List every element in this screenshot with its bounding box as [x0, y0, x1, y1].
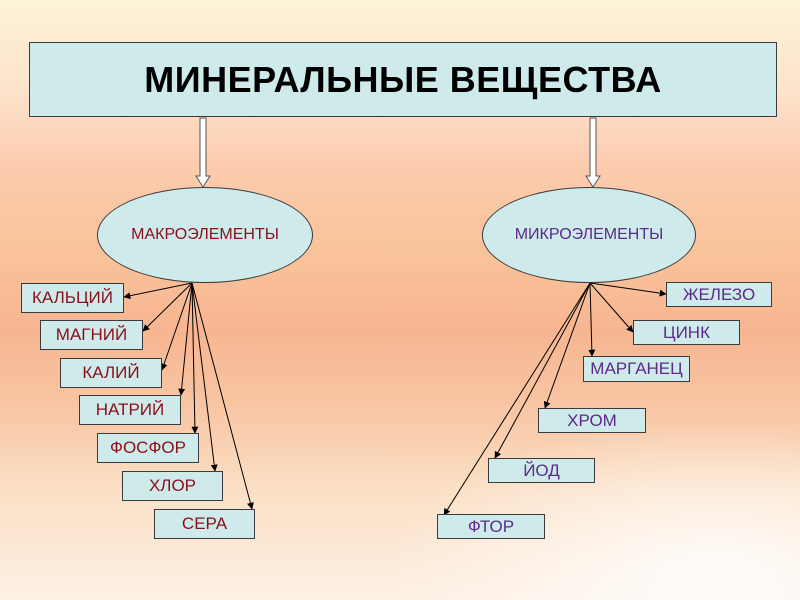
macro-item-sulfur: СЕРА [154, 509, 255, 539]
macro-item-label: МАГНИЙ [55, 325, 128, 344]
page-title: МИНЕРАЛЬНЫЕ ВЕЩЕСТВА [144, 58, 662, 100]
micro-item-zinc: ЦИНК [633, 320, 740, 345]
micro-item-label: МАРГАНЕЦ [590, 359, 683, 378]
micro-item-label: ЦИНК [663, 322, 710, 342]
macroelements-node: МАКРОЭЛЕМЕНТЫ [97, 187, 313, 283]
macro-item-potassium: КАЛИЙ [60, 358, 162, 388]
connector-micro-iron [589, 282, 667, 297]
connector-macro-chlorine [191, 282, 218, 472]
macro-item-label: КАЛИЙ [82, 363, 140, 382]
macro-item-label: НАТРИЙ [95, 400, 165, 419]
macro-item-sodium: НАТРИЙ [79, 395, 181, 425]
connector-micro-iodine [494, 282, 591, 459]
connector-macro-sodium [178, 282, 193, 396]
micro-item-fluorine: ФТОР [437, 514, 545, 539]
micro-item-iodine: ЙОД [488, 458, 595, 483]
macro-item-chlorine: ХЛОР [122, 471, 223, 501]
micro-item-label: ЖЕЛЕЗО [682, 284, 756, 304]
macro-item-label: КАЛЬЦИЙ [32, 288, 113, 307]
connector-macro-calcium [123, 282, 193, 300]
micro-item-label: ФТОР [467, 516, 515, 536]
micro-item-chromium: ХРОМ [538, 408, 646, 433]
connector-micro-fluorine [443, 282, 591, 516]
micro-item-iron: ЖЕЛЕЗО [666, 282, 772, 307]
connector-micro-manganese [588, 282, 596, 357]
macro-item-label: СЕРА [181, 514, 228, 533]
macro-item-magnesium: МАГНИЙ [40, 320, 143, 350]
micro-item-manganese: МАРГАНЕЦ [583, 356, 690, 382]
macroelements-label: МАКРОЭЛЕМЕНТЫ [131, 226, 279, 243]
title-box: МИНЕРАЛЬНЫЕ ВЕЩЕСТВА [29, 42, 777, 117]
macro-item-label: ХЛОР [148, 476, 197, 495]
macro-item-label: ФОСФОР [110, 438, 186, 457]
connector-micro-zinc [589, 282, 634, 333]
microelements-label: МИКРОЭЛЕМЕНТЫ [514, 226, 664, 243]
micro-item-label: ХРОМ [567, 410, 617, 430]
title-to-micro-arrow [585, 117, 601, 188]
title-to-macro-arrow [195, 117, 211, 188]
connector-macro-magnesium [142, 282, 193, 332]
connector-macro-phosphorus [191, 282, 199, 434]
connector-macro-sulfur [191, 282, 254, 510]
macro-item-calcium: КАЛЬЦИЙ [21, 283, 124, 313]
connector-macro-potassium [160, 282, 193, 371]
micro-item-label: ЙОД [523, 460, 560, 480]
microelements-node: МИКРОЭЛЕМЕНТЫ [482, 187, 696, 283]
macro-item-phosphorus: ФОСФОР [97, 433, 199, 463]
connector-micro-chromium [543, 282, 591, 409]
